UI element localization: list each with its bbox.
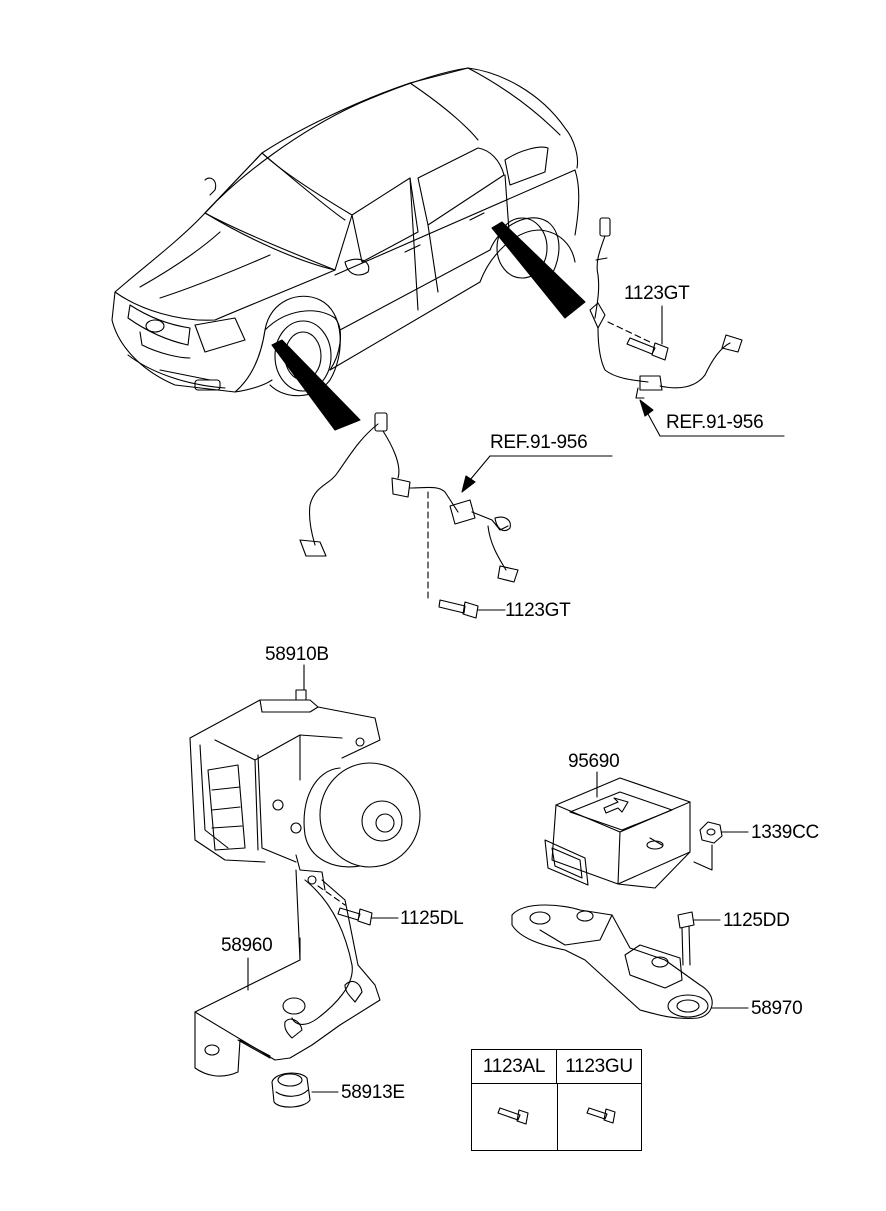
label-58970: 58970: [751, 998, 803, 1019]
bolt-icon-1123gu: [587, 1108, 615, 1123]
bolt-1125dl: [338, 908, 372, 925]
bolt-1123gt-top: [627, 338, 668, 360]
label-ref-top: REF.91-956: [666, 412, 764, 433]
bolt-1125dl-leader: [318, 886, 345, 905]
label-58913e: 58913E: [341, 1082, 405, 1103]
nut-1339cc-arrow: [694, 845, 712, 870]
bolt-icon-1123al: [498, 1108, 528, 1124]
table-header-1123al: 1123AL: [472, 1050, 557, 1084]
fastener-table: 1123AL 1123GU: [471, 1049, 642, 1151]
bolt-1123gt-mid: [439, 600, 478, 618]
grommet-58913e: [272, 1073, 310, 1107]
ref-top-arrow: [648, 414, 660, 436]
ref-mid-arrowhead: [462, 476, 475, 492]
ref-top-arrowhead: [640, 400, 653, 416]
label-ref-mid: REF.91-956: [490, 432, 588, 453]
rear-sensor-callout: [492, 222, 585, 318]
label-1123gt-mid: 1123GT: [505, 600, 571, 621]
rear-wheel-speed-sensor: [590, 218, 742, 398]
ref-mid-arrow: [470, 456, 490, 480]
label-58910b: 58910B: [265, 644, 329, 665]
nut-1339cc: [700, 822, 722, 843]
front-sensor-callout: [272, 340, 360, 430]
yaw-rate-sensor: [545, 778, 690, 888]
yaw-sensor-bracket: [512, 905, 712, 1018]
abs-hydraulic-unit: [190, 690, 420, 867]
label-1125dl: 1125DL: [400, 908, 464, 929]
label-58960: 58960: [221, 935, 273, 956]
front-wheel-speed-sensor: [300, 413, 518, 582]
abs-bracket: [195, 855, 380, 1076]
car-illustration: [112, 68, 579, 396]
table-header-1123gu: 1123GU: [557, 1050, 641, 1084]
bolt-1125dd: [678, 912, 694, 965]
label-1339cc: 1339CC: [751, 822, 819, 843]
label-95690: 95690: [568, 751, 620, 772]
rear-bolt-leader: [608, 322, 650, 342]
label-1123gt-top: 1123GT: [624, 283, 690, 304]
label-1125dd: 1125DD: [723, 910, 790, 931]
table-divider: [557, 1084, 558, 1150]
